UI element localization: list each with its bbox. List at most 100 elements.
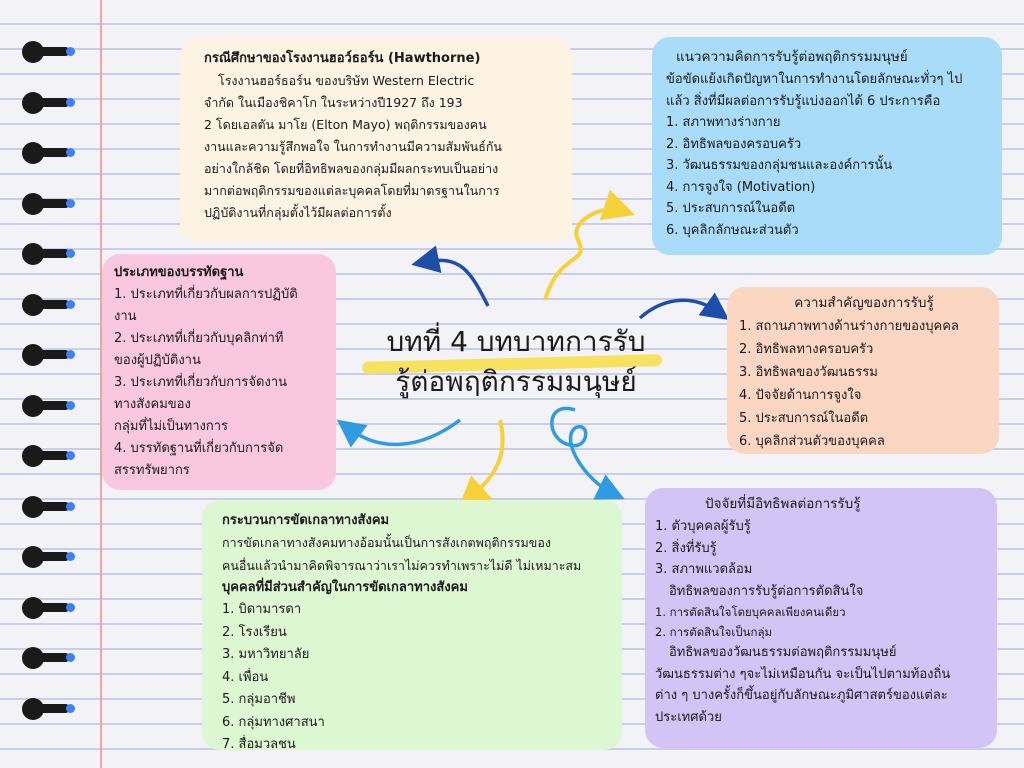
social-desc: การขัดเกลาทางสังคมทางอ้อมนั้นเป็นการสังเ… xyxy=(222,535,551,550)
social-item: 2. โรงเรียน xyxy=(222,624,287,640)
social-item: 6. กลุ่มทางศาสนา xyxy=(222,714,325,730)
norms-line: ทางสังคมของ xyxy=(114,397,191,412)
binding-ring xyxy=(22,139,75,165)
arrow-to-hawthorne xyxy=(411,245,490,307)
culture-line: ต่าง ๆ บางครั้งก็ขึ้นอยู่กับลักษณะภูมิศา… xyxy=(655,688,948,703)
perception-concept-box: แนวความคิดการรับรู้ต่อพฤติกรรมมนุษย์ ข้อ… xyxy=(652,37,1002,255)
concept-item: 5. ประสบการณ์ในอดีต xyxy=(666,201,796,216)
ring-bar xyxy=(32,198,70,208)
decision-item: 2. การตัดสินใจเป็นกลุ่ม xyxy=(655,625,773,639)
factors-item: 3. สภาพแวดล้อม xyxy=(655,562,753,577)
ring-tip xyxy=(66,653,75,662)
importance-item: 3. อิทธิพลของวัฒนธรรม xyxy=(739,365,878,380)
binding-ring xyxy=(22,392,75,418)
ring-bar xyxy=(32,148,70,157)
social-item: 1. บิดามารดา xyxy=(222,602,302,617)
decision-item: 1. การตัดสินใจโดยบุคคลเพียงคนเดียว xyxy=(655,605,846,619)
norms-line: 4. บรรทัดฐานที่เกี่ยวกับการจัด xyxy=(114,441,284,456)
social-item: 4. เพื่อน xyxy=(222,669,269,685)
binding-ring xyxy=(22,543,75,569)
norms-title: ประเภทของบรรทัดฐาน xyxy=(114,265,244,280)
perception-importance-box: ความสำคัญของการรับรู้ 1. สถานภาพทางด้านร… xyxy=(727,287,999,454)
concept-item: 1. สภาพทางร่างกาย xyxy=(666,115,781,130)
concept-item: 6. บุคลิกลักษณะส่วนตัว xyxy=(666,222,799,238)
central-title-line-2: รู้ต่อพฤติกรรมมนุษย์ xyxy=(395,365,637,398)
ring-tip xyxy=(66,249,75,258)
ring-bar xyxy=(32,501,70,511)
ring-tip xyxy=(66,198,75,208)
hawthorne-line: โรงงานฮอร์ธอร์น ของบริษัท Western Electr… xyxy=(218,73,475,88)
binding-ring xyxy=(22,291,75,317)
ring-bar xyxy=(32,97,70,107)
ring-bar xyxy=(32,400,70,410)
factors-item: 1. ตัวบุคคลผู้รับรู้ xyxy=(655,519,751,534)
central-title-line-1: บทที่ 4 บทบาทการรับ xyxy=(386,325,646,358)
binding-ring xyxy=(22,190,75,216)
norms-line: 3. ประเภทที่เกี่ยวกับการจัดงาน xyxy=(114,375,288,390)
ring-tip xyxy=(66,552,75,561)
ring-tip xyxy=(66,703,75,713)
binding-ring xyxy=(22,341,75,367)
norms-line: สรรทรัพยากร xyxy=(114,463,190,478)
hawthorne-line: อย่างใกล้ชิด โดยที่อิทธิพลของกลุ่มมีผลกร… xyxy=(204,161,499,176)
ring-bar xyxy=(32,653,70,662)
binding-ring xyxy=(22,38,75,64)
concept-item: 2. อิทธิพลของครอบครัว xyxy=(666,136,802,152)
social-item: 3. มหาวิทยาลัย xyxy=(222,647,310,662)
social-subtitle: บุคคลที่มีส่วนสำคัญในการขัดเกลาทางสังคม xyxy=(222,580,468,595)
culture-line: วัฒนธรรมต่าง ๆจะไม่เหมือนกัน จะเป็นไปตาม… xyxy=(655,666,951,682)
notebook-margin-line xyxy=(100,0,102,768)
ring-tip xyxy=(66,47,75,56)
arrow-to-concept xyxy=(543,189,636,301)
hawthorne-line: ปฏิบัติงานที่กลุ่มตั้งไว้มีผลต่อการตั้ง xyxy=(204,205,392,220)
binding-ring xyxy=(22,442,75,468)
ring-tip xyxy=(66,350,75,359)
factors-title: ปัจจัยที่มีอิทธิพลต่อการรับรู้ xyxy=(705,496,861,512)
ring-tip xyxy=(66,97,75,107)
hawthorne-line: 2 โดยเอลตัน มาโย (Elton Mayo) พฤติกรรมขอ… xyxy=(204,117,487,132)
ring-tip xyxy=(66,501,75,511)
hawthorne-line: มากต่อพฤติกรรมของแต่ละบุคคลโดยที่มาตรฐาน… xyxy=(204,183,500,198)
norms-line: งาน xyxy=(114,309,137,324)
norms-line: ของผู้ปฏิบัติงาน xyxy=(114,353,201,368)
concept-title: แนวความคิดการรับรู้ต่อพฤติกรรมมนุษย์ xyxy=(676,49,908,65)
culture-line: ประเทศด้วย xyxy=(655,709,722,725)
arrow-to-social xyxy=(458,419,505,509)
influencing-factors-box: ปัจจัยที่มีอิทธิพลต่อการรับรู้ 1. ตัวบุค… xyxy=(645,488,997,748)
norms-line: 2. ประเภทที่เกี่ยวกับบุคลิกท่าที xyxy=(114,331,284,346)
binding-ring xyxy=(22,240,75,266)
hawthorne-title: กรณีศึกษาของโรงงานฮอว์ธอร์น (Hawthorne) xyxy=(204,51,481,66)
social-title: กระบวนการขัดเกลาทางสังคม xyxy=(222,513,390,528)
hawthorne-case-box: กรณีศึกษาของโรงงานฮอว์ธอร์น (Hawthorne) … xyxy=(180,38,572,242)
ring-bar xyxy=(32,703,70,713)
concept-intro: ข้อขัดแย้งเกิดปัญหาในการทำงานโดยลักษณะทั… xyxy=(666,72,963,87)
hawthorne-line: จำกัด ในเมืองชิคาโก ในระหว่างปี1927 ถึง … xyxy=(204,95,463,110)
social-item: 5. กลุ่มอาชีพ xyxy=(222,692,296,707)
ring-bar xyxy=(32,299,70,309)
arrow-to-norms xyxy=(336,418,462,448)
ring-tip xyxy=(66,400,75,410)
social-desc: คนอื่นแล้วนำมาคิดพิจารณาว่าเราไม่ควรทำเพ… xyxy=(222,557,582,573)
ring-tip xyxy=(66,451,75,460)
ring-tip xyxy=(66,602,75,612)
importance-title: ความสำคัญของการรับรู้ xyxy=(794,295,934,311)
arrow-to-factors xyxy=(550,406,625,500)
importance-item: 5. ประสบการณ์ในอดีต xyxy=(739,411,869,426)
factors-item: 2. สิ่งที่รับรู้ xyxy=(655,540,717,556)
decision-title: อิทธิพลของการรับรู้ต่อการตัดสินใจ xyxy=(669,583,864,599)
ring-bar xyxy=(32,552,70,561)
importance-item: 2. อิทธิพลทางครอบครัว xyxy=(739,342,874,357)
ring-bar xyxy=(32,47,70,56)
central-topic-title: บทที่ 4 บทบาทการรับ รู้ต่อพฤติกรรมมนุษย์ xyxy=(356,322,676,402)
binding-ring xyxy=(22,695,75,721)
concept-intro: แล้ว สิ่งที่มีผลต่อการรับรู้แบ่งออกได้ 6… xyxy=(666,93,941,109)
concept-item: 4. การจูงใจ (Motivation) xyxy=(666,179,816,195)
culture-title: อิทธิพลของวัฒนธรรมต่อพฤติกรรมมนุษย์ xyxy=(669,645,897,660)
ring-bar xyxy=(32,451,70,460)
importance-item: 6. บุคลิกส่วนตัวของบุคคล xyxy=(739,434,885,449)
ring-tip xyxy=(66,299,75,309)
binding-ring xyxy=(22,644,75,670)
ring-bar xyxy=(32,350,70,359)
norm-types-box: ประเภทของบรรทัดฐาน 1. ประเภทที่เกี่ยวกับ… xyxy=(102,254,336,490)
